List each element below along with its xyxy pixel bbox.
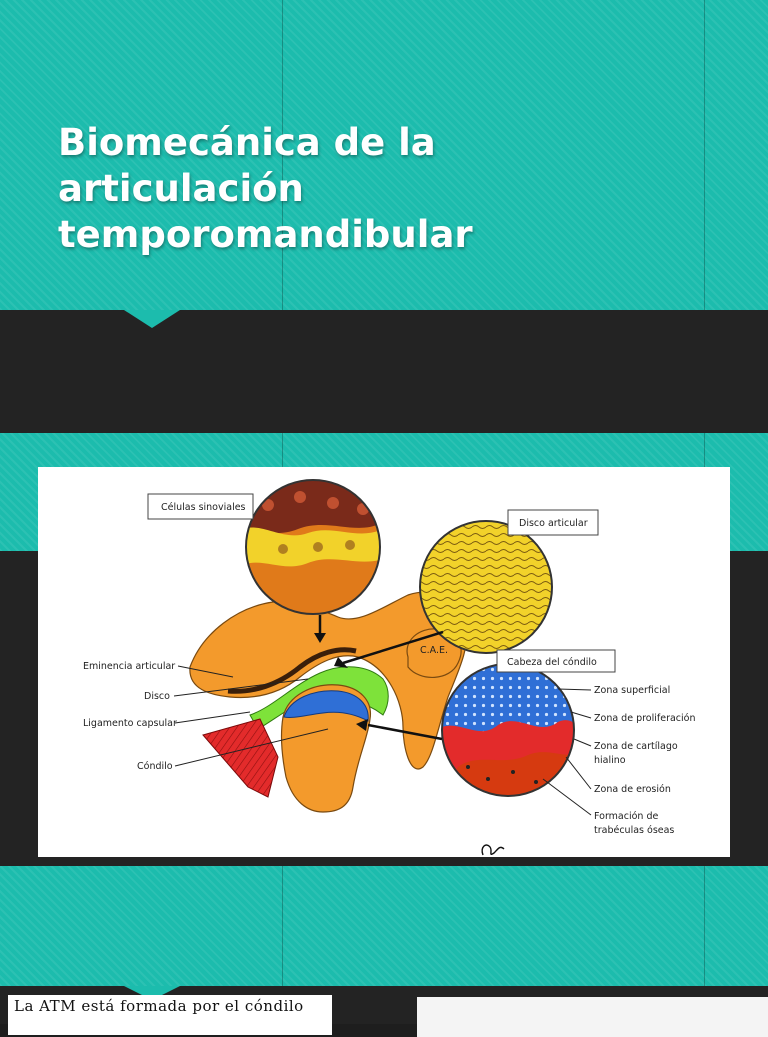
leader-line <box>174 711 251 724</box>
label-formacion-trabeculas: Formación de <box>594 811 658 822</box>
band-divider <box>282 0 283 310</box>
leader-line <box>174 728 329 767</box>
leader-line <box>557 688 592 691</box>
leader-line <box>542 778 592 816</box>
teal-band <box>0 866 768 986</box>
leader-line <box>570 711 592 719</box>
articular-disc-zoom <box>419 520 553 654</box>
label-eminencia-articular: Eminencia articular <box>83 661 175 672</box>
page-title: Biomecánica de la articulación temporoma… <box>58 120 578 258</box>
label-cabeza-condilo: Cabeza del cóndilo <box>507 657 597 668</box>
title-line: articulación <box>58 167 304 210</box>
label-disco: Disco <box>144 691 170 702</box>
arrow <box>334 630 444 668</box>
synovial-cells-zoom <box>245 479 381 615</box>
title-line: temporomandibular <box>58 213 473 256</box>
label-zona-proliferacion: Zona de proliferación <box>594 713 696 724</box>
leader-line <box>565 756 592 790</box>
title-band: Biomecánica de la articulación temporoma… <box>0 0 768 310</box>
condyle-cap <box>283 690 369 722</box>
label-zona-erosion: Zona de erosión <box>594 784 671 795</box>
leader-line <box>573 738 592 747</box>
condyle-head-zoom <box>441 663 575 797</box>
eminence-edge <box>227 647 357 694</box>
label-celulas-sinoviales: Células sinoviales <box>161 502 246 513</box>
band-divider <box>704 866 705 986</box>
label-zona-superficial: Zona superficial <box>594 685 670 696</box>
tmj-illustration: C.A.E. <box>38 467 730 857</box>
condyle <box>280 684 371 813</box>
label-ligamento-capsular: Ligamento capsular <box>83 718 177 729</box>
pterygoid-muscle <box>202 718 279 798</box>
dark-band <box>0 310 768 433</box>
band-divider <box>282 866 283 986</box>
label-box <box>496 649 616 673</box>
arrow <box>314 615 326 643</box>
label-box <box>507 509 599 536</box>
label-formacion-trabeculas-2: trabéculas óseas <box>594 825 674 836</box>
arrow <box>356 719 443 741</box>
label-disco-articular: Disco articular <box>519 518 588 529</box>
cae-label: C.A.E. <box>420 645 448 656</box>
leader-line <box>177 665 234 678</box>
leader-line <box>173 678 309 697</box>
next-page-text: La ATM está formada por el cóndilo <box>14 997 304 1015</box>
label-condilo: Cóndilo <box>137 761 173 772</box>
tmj-diagram: C.A.E. <box>83 479 696 856</box>
next-page-image-preview <box>417 997 768 1037</box>
band-divider <box>704 0 705 310</box>
artist-signature <box>481 844 505 856</box>
notch-marker <box>124 310 180 328</box>
label-zona-cartilago-2: hialino <box>594 755 626 766</box>
label-box <box>147 493 254 520</box>
label-zona-cartilago: Zona de cartílago <box>594 741 678 752</box>
next-page-text-preview: La ATM está formada por el cóndilo <box>8 995 332 1035</box>
title-line: Biomecánica de la <box>58 121 436 164</box>
